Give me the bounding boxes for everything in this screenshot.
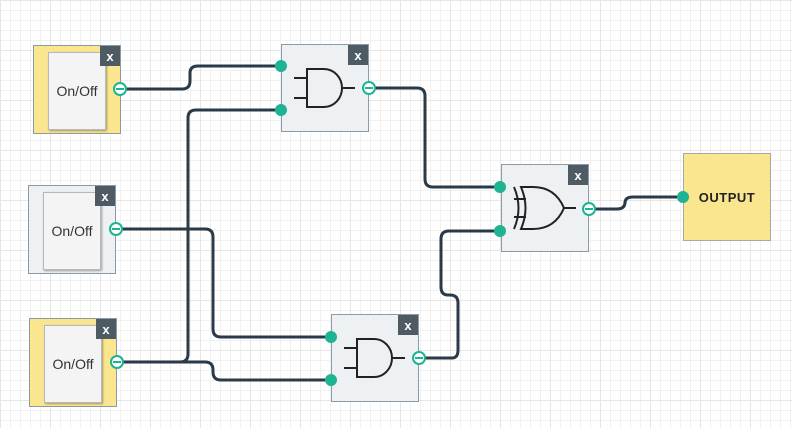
xor-gate[interactable]: x <box>501 164 589 252</box>
output-label: OUTPUT <box>698 189 756 205</box>
switch-2-toggle-button[interactable]: On/Off <box>43 192 101 270</box>
switch-1-toggle-button[interactable]: On/Off <box>48 52 106 130</box>
wire-switch3-to-and2 <box>118 360 333 382</box>
xor-gate-close-button[interactable]: x <box>568 165 588 185</box>
and-gate-1-icon <box>294 68 355 108</box>
wire-and2-to-xor <box>418 229 502 360</box>
switch-2[interactable]: On/Off x <box>28 185 116 274</box>
switch-3-toggle-button[interactable]: On/Off <box>44 325 102 403</box>
and-gate-1-close-button[interactable]: x <box>348 45 368 65</box>
switch-3[interactable]: On/Off x <box>29 318 117 407</box>
wire-xor-to-output <box>588 195 686 211</box>
switch-3-close-button[interactable]: x <box>96 319 116 339</box>
switch-1[interactable]: On/Off x <box>33 45 121 134</box>
wire-switch2-to-and2 <box>114 227 333 339</box>
wire-switch3-to-and1 <box>118 108 283 364</box>
and-gate-2-close-button[interactable]: x <box>398 315 418 335</box>
and-gate-1[interactable]: x <box>281 44 369 132</box>
and-gate-2[interactable]: x <box>331 314 419 402</box>
and-gate-2-icon <box>344 338 405 378</box>
switch-1-close-button[interactable]: x <box>100 46 120 66</box>
wire-and1-to-xor <box>368 86 502 189</box>
wire-switch1-to-and1 <box>118 64 283 91</box>
output-node[interactable]: OUTPUT <box>683 153 771 241</box>
switch-2-close-button[interactable]: x <box>95 186 115 206</box>
xor-gate-icon <box>513 186 576 230</box>
